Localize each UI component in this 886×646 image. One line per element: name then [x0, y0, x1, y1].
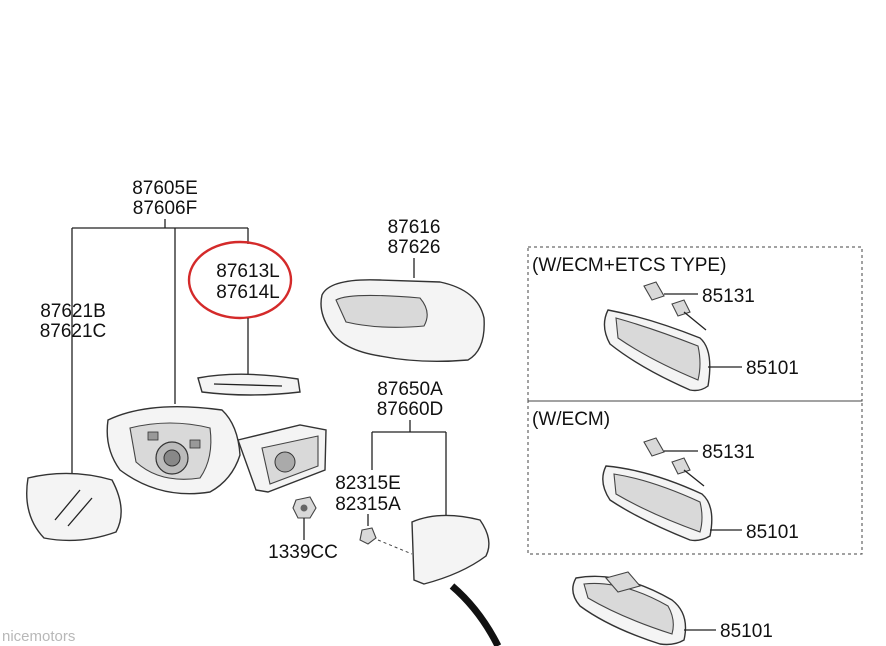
cover-inside: [411, 514, 490, 585]
highlight-circle: [187, 240, 293, 320]
box2-mirror-label: 85101: [746, 522, 799, 543]
leader-mirror-assy: [71, 219, 249, 478]
label-cover-inside-2: 87660D: [377, 399, 444, 420]
label-mirror-assy-1: 87605E: [132, 178, 198, 199]
box1-mirror-label: 85101: [746, 358, 799, 379]
box2-title: (W/ECM): [532, 409, 610, 430]
wiring-harness: [449, 583, 502, 646]
box2-bracket: [643, 437, 705, 487]
box2-bracket-label: 85131: [702, 442, 755, 463]
label-cover-inside-1: 87650A: [377, 379, 443, 400]
box1-bracket: [643, 281, 707, 331]
option-box-1: [527, 246, 863, 402]
screw-part: [359, 527, 413, 555]
label-glass-2: 87621C: [40, 321, 107, 342]
inside-mirror: [572, 571, 687, 646]
label-screw-1: 82315E: [335, 473, 401, 494]
nut-part: [292, 496, 317, 519]
mirror-glass: [26, 472, 122, 542]
label-nut: 1339CC: [268, 542, 338, 563]
inside-mirror-label: 85101: [720, 621, 773, 642]
watermark: nicemotors: [2, 628, 75, 645]
label-mirror-assy-2: 87606F: [133, 198, 197, 219]
box1-title: (W/ECM+ETCS TYPE): [532, 255, 726, 276]
label-lamp-1: 87613L: [216, 261, 279, 282]
box1-bracket-label: 85131: [702, 286, 755, 307]
leader-cover-inside: [371, 420, 447, 515]
label-cover-1: 87616: [388, 217, 441, 238]
option-box-2: [527, 400, 863, 555]
label-glass-1: 87621B: [40, 301, 106, 322]
label-cover-2: 87626: [388, 237, 441, 258]
label-screw-2: 82315A: [335, 494, 401, 515]
label-lamp-2: 87614L: [216, 282, 279, 303]
mirror-housing: [106, 405, 327, 495]
